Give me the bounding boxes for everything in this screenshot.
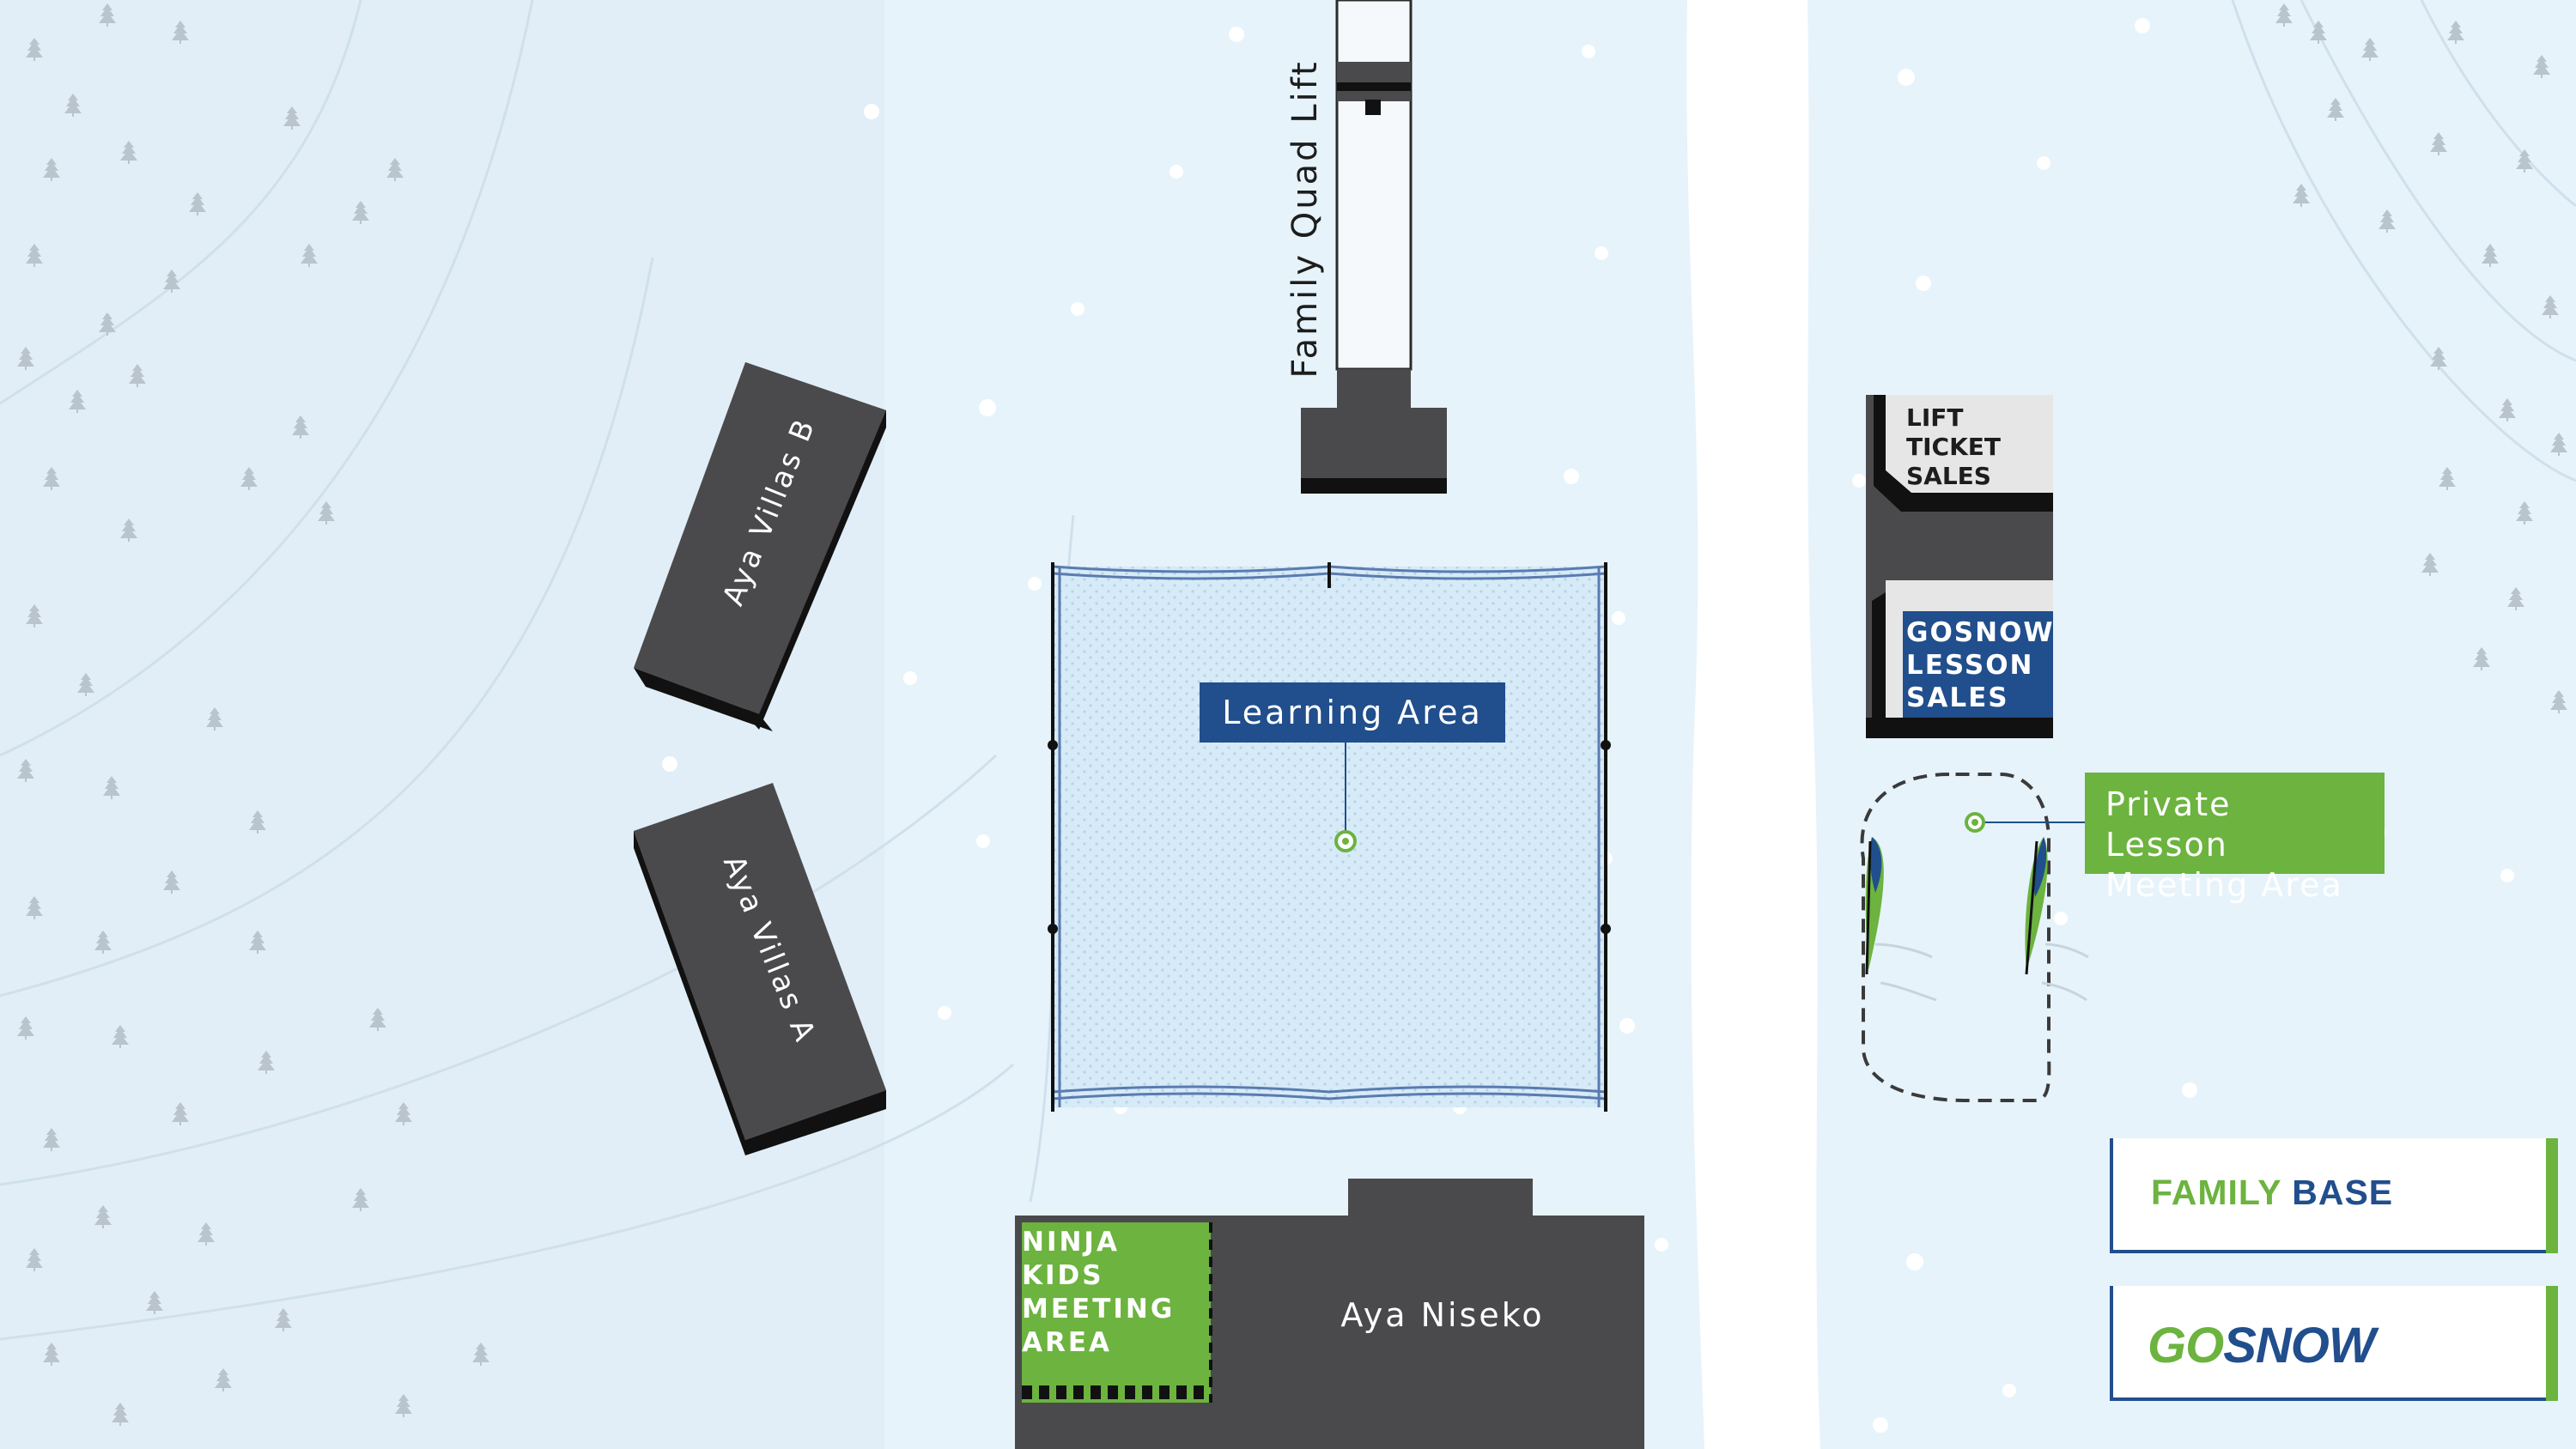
gosnow-logo-snow: SNOW — [2223, 1318, 2375, 1373]
location-pin-icon — [1334, 830, 1357, 852]
gosnow-logo: GOSNOW — [2148, 1317, 2376, 1374]
family-base-title: FAMILY BASE — [2151, 1173, 2393, 1213]
gosnow-lesson-sales-label: GOSNOW LESSON SALES — [1906, 617, 2055, 713]
flag-icon — [2025, 837, 2089, 1002]
family-quad-lift-label: Family Quad Lift — [1285, 59, 1325, 379]
aya-villas-a — [634, 783, 886, 1155]
gosnow-logo-go: GO — [2148, 1318, 2224, 1373]
flag-icon — [1865, 837, 1937, 1002]
family-word: FAMILY — [2151, 1173, 2281, 1212]
aya-niseko-label: Aya Niseko — [1340, 1296, 1545, 1334]
family-quad-lift — [1301, 0, 1447, 494]
contour-lines — [0, 0, 2576, 1341]
road — [1686, 0, 1820, 1449]
base-word: BASE — [2292, 1173, 2394, 1212]
aya-niseko-building — [1015, 1179, 1644, 1449]
snow-field-left — [0, 0, 884, 1449]
learning-area-label: Learning Area — [1200, 682, 1505, 743]
learning-area — [1048, 562, 1611, 1112]
sales-building — [1866, 395, 2053, 738]
family-base-badge: FAMILY BASE — [2110, 1138, 2558, 1253]
lift-ticket-sales-label: LIFT TICKET SALES — [1906, 403, 2001, 490]
private-lesson-meeting-area-label: Private Lesson Meeting Area — [2085, 773, 2385, 904]
private-lesson-area — [1860, 773, 2089, 1102]
aya-villas-b — [634, 362, 886, 731]
ninja-kids-meeting-area-label: NINJA KIDS MEETING AREA — [1022, 1227, 1176, 1358]
gosnow-logo-badge: GOSNOW — [2110, 1286, 2558, 1401]
location-pin-icon — [1965, 812, 1985, 833]
